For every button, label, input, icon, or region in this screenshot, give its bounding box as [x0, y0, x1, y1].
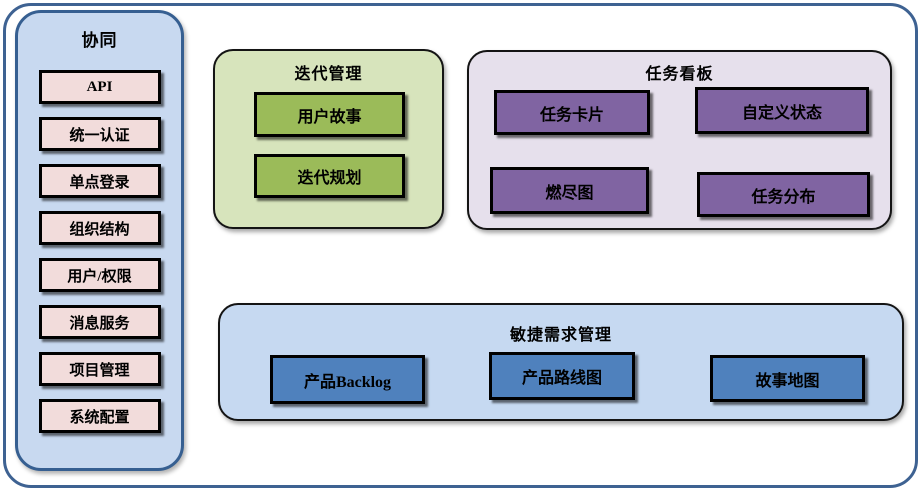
sidebar-item-unified-auth: 统一认证 [38, 117, 161, 151]
sidebar-item-user-permission: 用户/权限 [38, 258, 161, 292]
feature-product-backlog: 产品Backlog [270, 355, 425, 404]
group-task-board: 任务看板 任务卡片 自定义状态 燃尽图 任务分布 [467, 50, 892, 230]
feature-user-story: 用户故事 [254, 92, 405, 137]
feature-task-distribution: 任务分布 [697, 172, 870, 217]
sidebar-item-api: API [38, 70, 161, 104]
feature-task-card: 任务卡片 [494, 90, 650, 135]
feature-product-roadmap: 产品路线图 [489, 352, 635, 400]
group-iteration-management: 迭代管理 用户故事 迭代规划 [213, 49, 444, 229]
sidebar-panel-collaboration: 协同 API 统一认证 单点登录 组织结构 用户/权限 消息服务 项目管理 系统… [15, 10, 184, 471]
feature-story-map: 故事地图 [710, 355, 865, 402]
group-agile-requirement-management: 敏捷需求管理 产品Backlog 产品路线图 故事地图 [218, 303, 904, 421]
sidebar-item-org-structure: 组织结构 [38, 211, 161, 245]
feature-custom-status: 自定义状态 [695, 87, 869, 134]
sidebar-title: 协同 [81, 31, 118, 50]
feature-burndown-chart: 燃尽图 [490, 167, 649, 214]
sidebar-item-message-service: 消息服务 [38, 305, 161, 339]
group-title-iteration-management: 迭代管理 [294, 66, 363, 83]
feature-iteration-planning: 迭代规划 [254, 154, 405, 198]
sidebar-item-project-management: 项目管理 [38, 352, 161, 386]
group-title-agile-requirement-management: 敏捷需求管理 [509, 327, 612, 344]
sidebar-item-sso: 单点登录 [38, 164, 161, 198]
sidebar-item-system-config: 系统配置 [38, 399, 161, 433]
sidebar-list: API 统一认证 单点登录 组织结构 用户/权限 消息服务 项目管理 系统配置 [18, 70, 181, 433]
group-title-task-board: 任务看板 [645, 66, 714, 83]
